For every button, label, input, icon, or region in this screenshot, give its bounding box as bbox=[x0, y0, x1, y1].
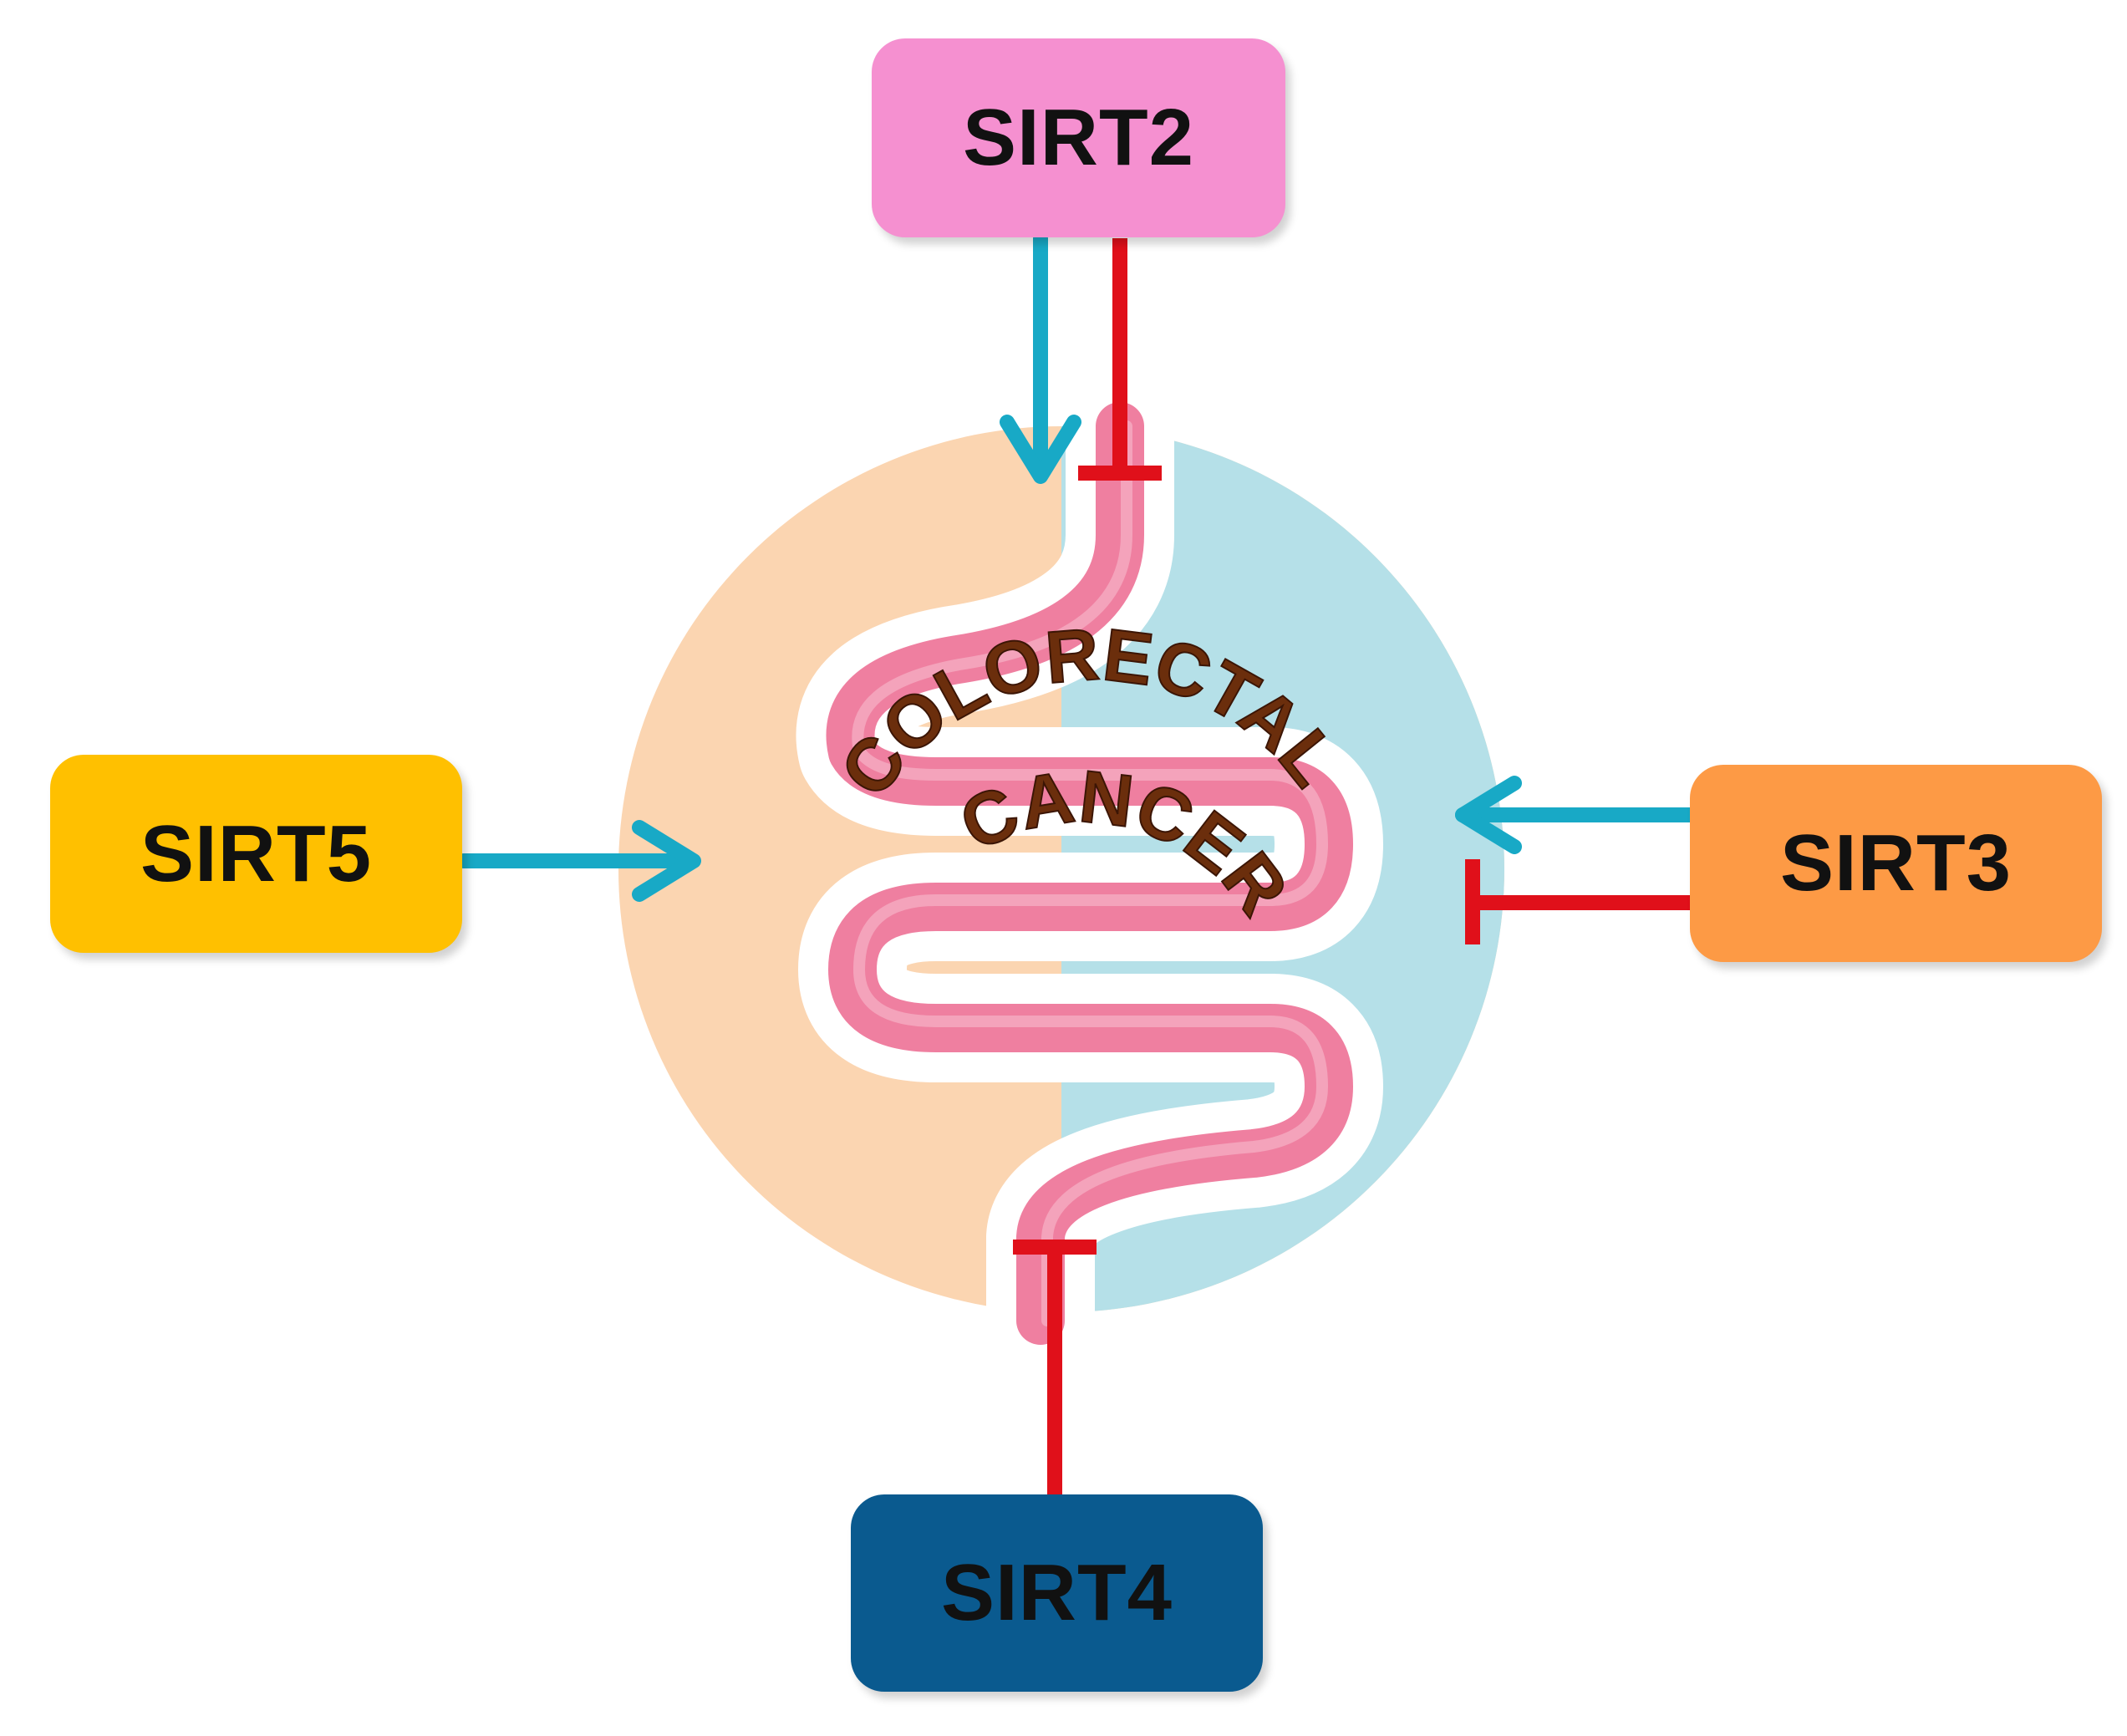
sirt2-label: SIRT2 bbox=[962, 93, 1195, 182]
sirt3-promote-arrow bbox=[1455, 776, 1697, 854]
sirt3-inhibit-bar bbox=[1465, 859, 1690, 944]
sirt2-box: SIRT2 bbox=[872, 38, 1285, 237]
sirt3-label: SIRT3 bbox=[1779, 818, 2013, 908]
sirt3-box: SIRT3 bbox=[1690, 765, 2102, 962]
sirt5-label: SIRT5 bbox=[140, 808, 373, 899]
intestine-illustration bbox=[796, 372, 1383, 1375]
sirt2-promote-arrow bbox=[1000, 231, 1081, 484]
sirt2-inhibit-bar bbox=[1078, 238, 1162, 481]
sirt4-inhibit-bar bbox=[1013, 1240, 1097, 1494]
sirt4-box: SIRT4 bbox=[851, 1494, 1263, 1692]
sirt4-label: SIRT4 bbox=[940, 1548, 1173, 1637]
sirt5-box: SIRT5 bbox=[50, 755, 462, 953]
sirt5-promote-arrow bbox=[456, 820, 701, 902]
